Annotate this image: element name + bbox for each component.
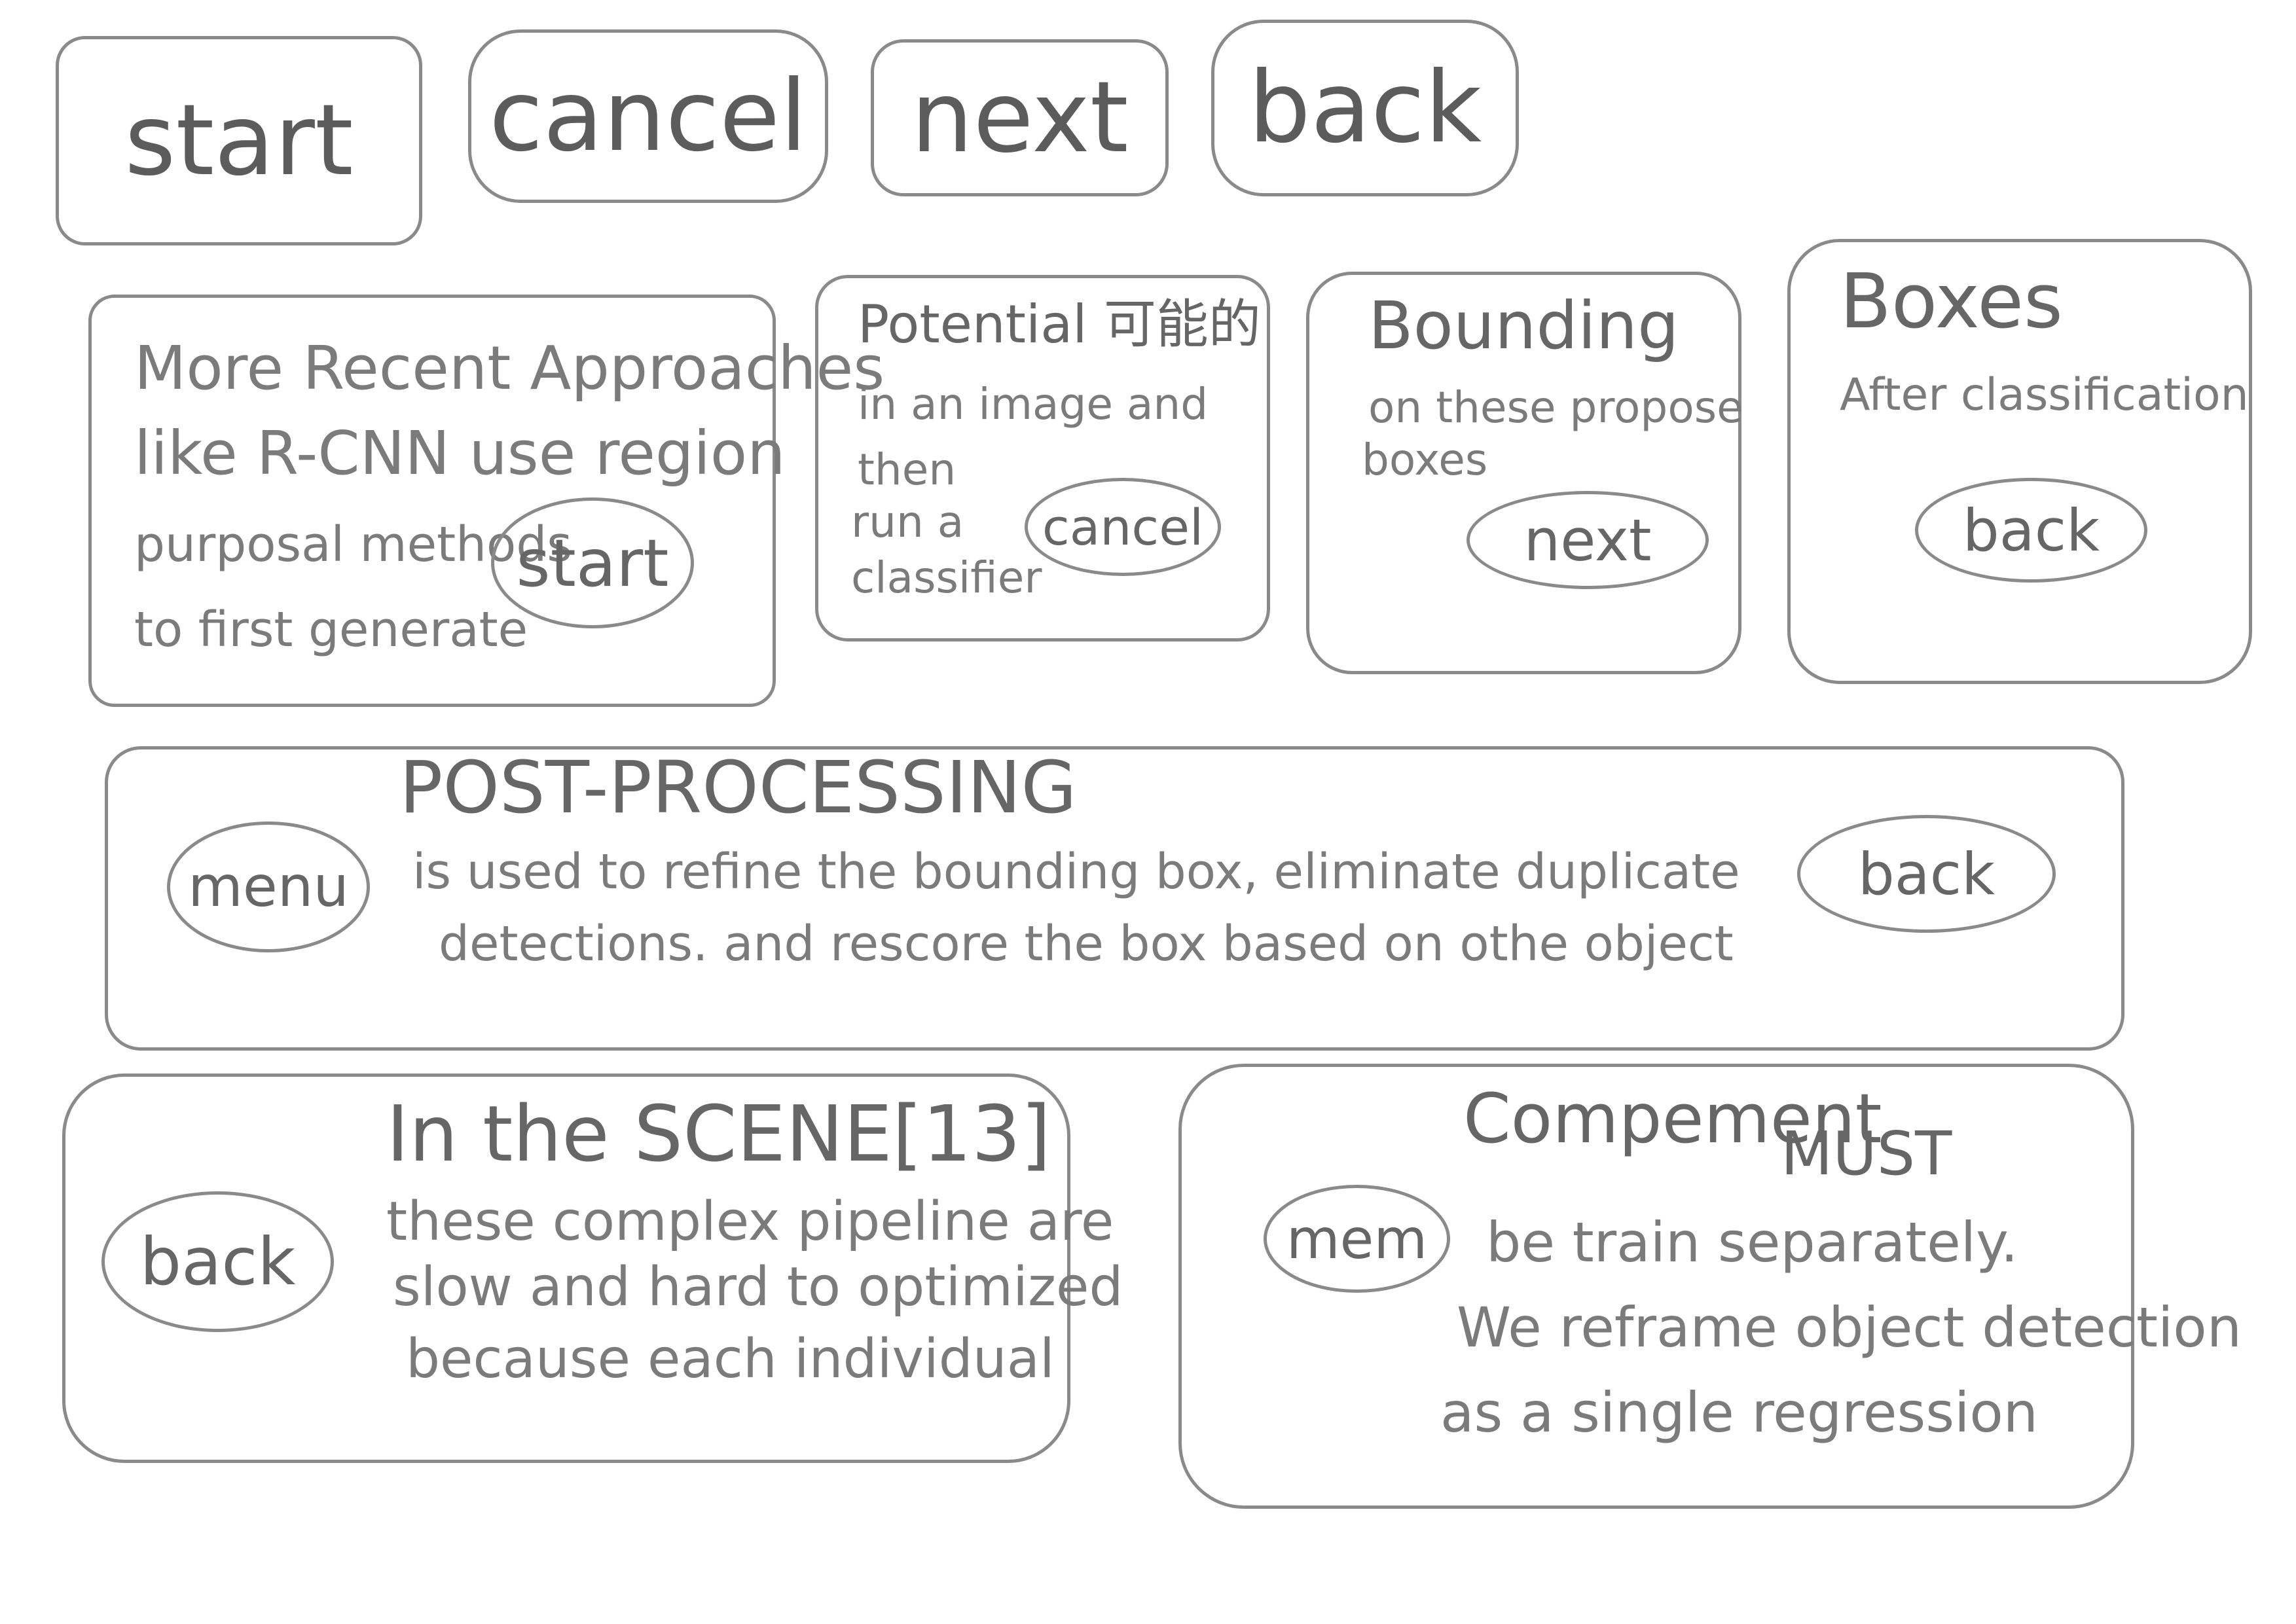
card-line: then: [858, 444, 957, 495]
scene-title: In the SCENE[13]: [386, 1089, 1051, 1179]
menu-oval-button[interactable]: menu: [167, 821, 370, 952]
card-line: More Recent Approaches: [134, 333, 885, 403]
component-title: Compement: [1463, 1079, 1882, 1159]
card-title: Bounding: [1368, 287, 1679, 364]
bounding-card: [1306, 272, 1741, 674]
card-title: Boxes: [1840, 258, 2063, 346]
back-oval-button[interactable]: back: [1915, 478, 2147, 583]
component-card: [1178, 1064, 2134, 1509]
next-oval-button[interactable]: next: [1467, 491, 1709, 589]
next-button[interactable]: next: [871, 39, 1169, 196]
scene-line: slow and hard to optimized: [393, 1256, 1123, 1318]
card-line: classifier: [851, 552, 1042, 603]
boxes-card: [1787, 239, 2252, 684]
cancel-oval-button[interactable]: cancel: [1025, 478, 1221, 576]
cancel-button[interactable]: cancel: [468, 29, 828, 203]
start-button[interactable]: start: [56, 36, 422, 245]
scene-card: [62, 1074, 1070, 1463]
card-line: like R-CNN use region: [134, 418, 786, 488]
component-line: We reframe object detection: [1457, 1295, 2242, 1360]
start-oval-button[interactable]: start: [491, 497, 694, 628]
mem-oval-button[interactable]: mem: [1264, 1185, 1450, 1293]
back-oval-button[interactable]: back: [1797, 815, 2056, 933]
card-line: to first generate: [134, 602, 528, 658]
card-line: on these propose: [1368, 382, 1743, 433]
potential-card: [815, 275, 1270, 641]
post-processing-panel: [105, 746, 2124, 1051]
card-line: run a: [851, 497, 964, 547]
back-button[interactable]: back: [1211, 20, 1519, 196]
card-line: boxes: [1362, 435, 1488, 485]
card-title: Potential 可能的: [858, 294, 1261, 355]
must-label: MUST: [1781, 1119, 1952, 1189]
post-processing-title: POST-PROCESSING: [399, 746, 1077, 829]
approaches-card: [88, 295, 776, 707]
post-processing-line: detections. and rescore the box based on…: [439, 916, 1734, 972]
scene-line: because each individual: [406, 1328, 1055, 1390]
card-line: in an image and: [858, 379, 1209, 429]
back-oval-button[interactable]: back: [101, 1191, 334, 1332]
component-line: be train separately.: [1486, 1210, 2018, 1274]
post-processing-line: is used to refine the bounding box, elim…: [412, 844, 1740, 900]
scene-line: these complex pipeline are: [386, 1191, 1114, 1253]
component-line: as a single regression: [1440, 1380, 2039, 1445]
card-line: After classification: [1840, 369, 2249, 421]
